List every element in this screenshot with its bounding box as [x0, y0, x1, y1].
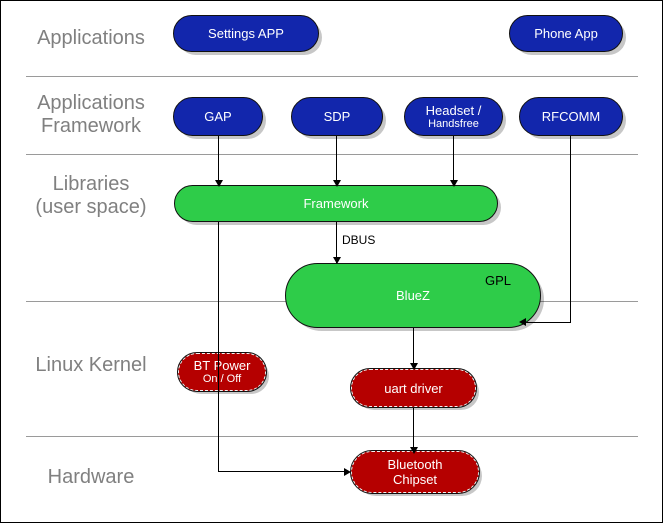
- arrow-bluez-to-uart: [410, 363, 418, 370]
- divider-applications: [26, 76, 638, 77]
- node-settings-app[interactable]: Settings APP: [173, 15, 319, 52]
- divider-applications-framework: [26, 154, 638, 155]
- arrow-sdp-to-framework: [333, 180, 341, 187]
- node-uart-driver[interactable]: uart driver: [350, 368, 477, 408]
- node-label-bluez: BlueZ: [396, 288, 430, 303]
- edge-headset-to-framework: [453, 136, 454, 185]
- arrow-uart-to-chipset: [410, 447, 418, 454]
- node-label-headset-line2: Handsfree: [428, 117, 479, 130]
- node-bt-power[interactable]: BT Power On / Off: [177, 352, 267, 392]
- node-label-bt-power-line1: BT Power: [193, 358, 251, 373]
- node-label-chipset-line2: Chipset: [392, 472, 438, 487]
- arrow-framework-to-bluez: [333, 257, 341, 264]
- node-label-rfcomm: RFCOMM: [541, 109, 601, 124]
- arrow-headset-to-framework: [450, 180, 458, 187]
- edge-gap-to-chipset-horizontal: [218, 471, 344, 472]
- node-bluez[interactable]: BlueZ: [285, 263, 541, 328]
- node-phone-app[interactable]: Phone App: [509, 15, 623, 52]
- node-label-gap: GAP: [204, 109, 232, 124]
- node-framework[interactable]: Framework: [174, 185, 498, 222]
- node-label-phone-app: Phone App: [534, 26, 598, 41]
- node-sdp[interactable]: SDP: [291, 97, 383, 136]
- node-badge-bluez-gpl: GPL: [485, 273, 512, 288]
- edge-label-dbus: DBUS: [342, 233, 376, 247]
- layer-label-linux-kernel: Linux Kernel: [35, 354, 147, 376]
- edge-rfcomm-to-bluez-vertical: [570, 136, 571, 323]
- arrow-gap-to-chipset: [344, 468, 351, 476]
- node-label-bt-power-line2: On / Off: [202, 373, 242, 385]
- node-label-sdp: SDP: [323, 109, 351, 124]
- layer-label-applications-framework: Applications Framework: [37, 92, 145, 137]
- node-headset-handsfree[interactable]: Headset / Handsfree: [404, 97, 503, 136]
- edge-uart-to-chipset: [413, 407, 414, 452]
- node-label-uart-driver: uart driver: [384, 380, 443, 396]
- edge-framework-to-bluez: [336, 222, 337, 263]
- node-gap[interactable]: GAP: [173, 97, 263, 136]
- arrow-gap-to-framework: [215, 180, 223, 187]
- node-bluetooth-chipset[interactable]: Bluetooth Chipset: [350, 450, 480, 494]
- edge-bluez-to-uart: [413, 328, 414, 368]
- edge-sdp-to-framework: [336, 136, 337, 185]
- node-rfcomm[interactable]: RFCOMM: [519, 97, 623, 136]
- divider-linux-kernel: [26, 436, 638, 437]
- edge-gap-to-framework: [218, 136, 219, 185]
- edge-gap-to-chipset-vertical: [218, 222, 219, 472]
- edge-rfcomm-to-bluez-horizontal: [525, 322, 571, 323]
- node-label-settings-app: Settings APP: [208, 26, 284, 41]
- layer-label-applications: Applications: [37, 27, 145, 49]
- layer-label-libraries: Libraries (user space): [35, 173, 147, 218]
- layer-label-hardware: Hardware: [47, 466, 135, 488]
- node-label-headset-line1: Headset /: [425, 102, 482, 118]
- node-label-framework: Framework: [303, 196, 369, 211]
- node-label-chipset-line1: Bluetooth: [387, 457, 443, 472]
- arrow-rfcomm-to-bluez: [519, 318, 526, 326]
